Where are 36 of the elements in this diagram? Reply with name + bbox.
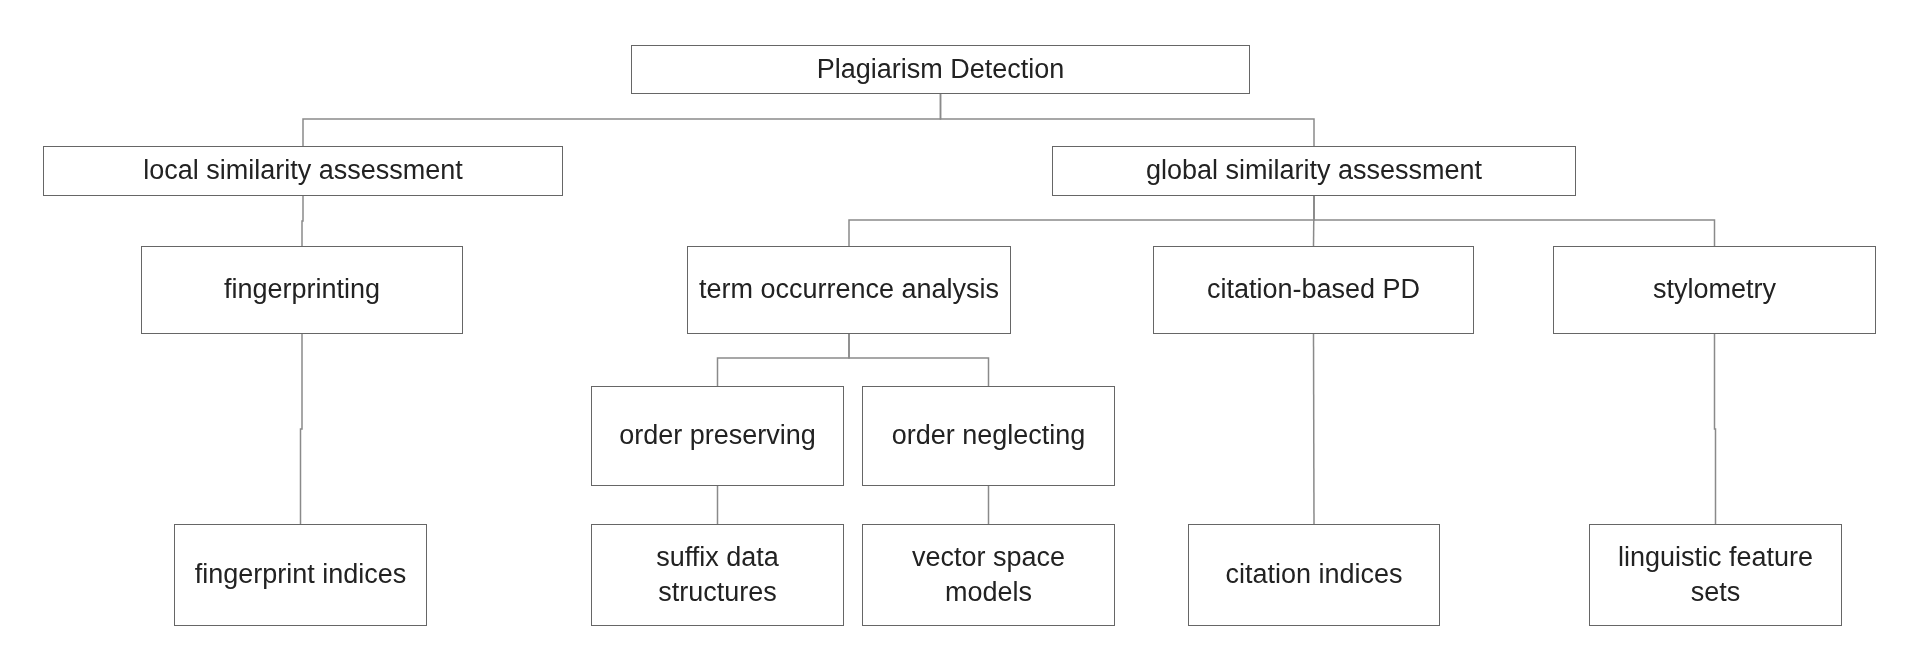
node-label: order preserving bbox=[619, 419, 816, 453]
connector-line bbox=[716, 485, 719, 525]
node-label: term occurrence analysis bbox=[698, 273, 1000, 307]
category-box bbox=[631, 45, 1250, 94]
connector-line bbox=[1713, 333, 1717, 525]
node-label: citation indices bbox=[1225, 558, 1403, 592]
node-label: global similarity assessment bbox=[1145, 154, 1483, 188]
category-box bbox=[1589, 524, 1842, 626]
node-label: vector space models bbox=[910, 540, 1067, 609]
connector-line bbox=[299, 333, 303, 525]
node-label: order neglecting bbox=[891, 419, 1086, 453]
category-box bbox=[687, 246, 1011, 334]
connector-line bbox=[301, 195, 304, 247]
node-label: citation-based PD bbox=[1206, 273, 1421, 307]
connector-line bbox=[987, 485, 990, 525]
category-box bbox=[862, 386, 1115, 486]
node-label: fingerprint indices bbox=[194, 558, 407, 592]
category-box bbox=[1553, 246, 1876, 334]
node-label: fingerprinting bbox=[223, 273, 381, 307]
connector-line bbox=[848, 333, 990, 387]
category-box bbox=[591, 386, 844, 486]
node-label: suffix data structures bbox=[655, 540, 780, 609]
node-label: local similarity assessment bbox=[143, 154, 463, 188]
node-label: stylometry bbox=[1653, 273, 1776, 307]
category-box bbox=[43, 146, 563, 196]
node-label: Plagiarism Detection bbox=[816, 52, 1065, 86]
category-box bbox=[591, 524, 844, 626]
category-box bbox=[1188, 524, 1440, 626]
category-box bbox=[862, 524, 1115, 626]
category-box bbox=[1052, 146, 1576, 196]
connector-line bbox=[1312, 333, 1315, 525]
category-box bbox=[174, 524, 427, 626]
category-box bbox=[1153, 246, 1474, 334]
category-box bbox=[141, 246, 463, 334]
connector-line bbox=[939, 93, 1315, 147]
node-label: linguistic feature sets bbox=[1616, 540, 1815, 609]
